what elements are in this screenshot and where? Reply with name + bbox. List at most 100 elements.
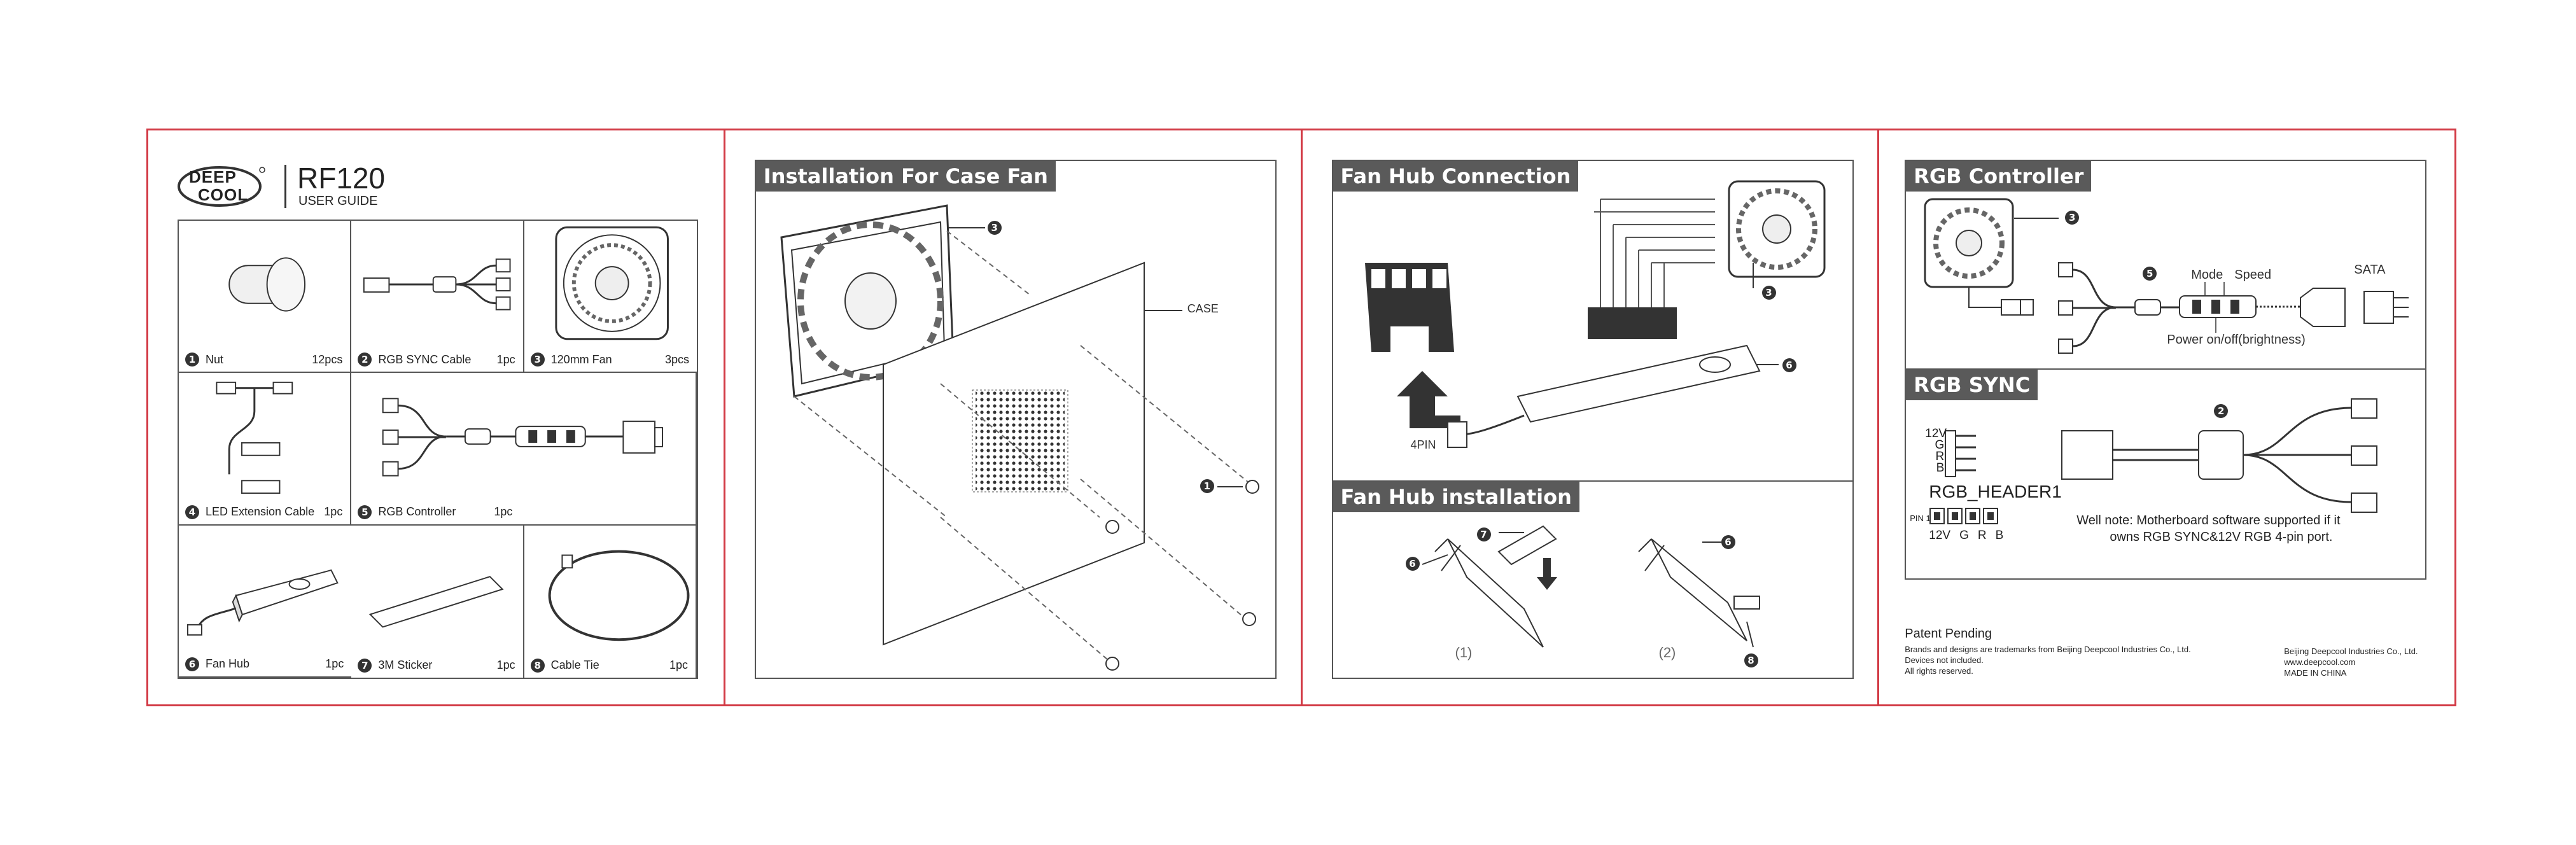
patent-text: Patent Pending <box>1905 627 1992 641</box>
note-line-2: owns RGB SYNC&12V RGB 4-pin port. <box>2110 530 2333 544</box>
part-number: 2 <box>358 353 372 367</box>
company-site: www.deepcool.com <box>2284 657 2356 667</box>
hub-connection-title: Fan Hub Connection <box>1333 161 1579 192</box>
brand-header: DEEP COOL RF120 USER GUIDE <box>176 161 431 212</box>
bottom-pin-labels: 12V G R B <box>1929 529 2003 543</box>
trademark-text: Brands and designs are trademarks from B… <box>1905 645 2191 654</box>
rgb-controller-frame: RGB Controller <box>1905 160 2427 370</box>
part-qty: 12pcs <box>312 353 343 366</box>
parts-grid: 1 Nut 12pcs 2 RGB SYNC Cable 1pc <box>178 220 698 679</box>
part-cell-rgb-sync-cable: 2 RGB SYNC Cable 1pc <box>351 221 524 374</box>
part-qty: 1pc <box>494 505 513 519</box>
part-number: 8 <box>530 658 545 673</box>
panel-rgb: RGB Controller <box>1879 130 2454 704</box>
nut-callout: 1 <box>1200 479 1214 493</box>
rgb-controller-title: RGB Controller <box>1906 161 2092 192</box>
hub-install-title: Fan Hub installation <box>1333 482 1579 512</box>
devices-text: Devices not included. <box>1905 655 1984 665</box>
rgb-controller-illustration <box>382 398 664 477</box>
case-label: CASE <box>1187 302 1219 315</box>
note-line-1: Well note: Motherboard software supporte… <box>2076 513 2341 527</box>
panel-installation: Installation For Case Fan <box>725 130 1303 704</box>
company-name: Beijing Deepcool Industries Co., Ltd. <box>2284 646 2418 656</box>
rights-text: All rights reserved. <box>1905 666 1973 676</box>
panel-contents: DEEP COOL RF120 USER GUIDE 1 Nut 12pcs <box>148 130 725 704</box>
part-qty: 3pcs <box>664 353 689 366</box>
part-name: Fan Hub <box>206 657 250 671</box>
rgb-header-label: RGB_HEADER1 <box>1929 482 2062 501</box>
part-cell-cable-tie: 8 Cable Tie 1pc <box>524 525 697 678</box>
guide-subtitle: USER GUIDE <box>298 194 378 208</box>
deepcool-logo <box>178 166 265 207</box>
pin-label: G <box>1959 529 1969 542</box>
part-cell-nut: 1 Nut 12pcs <box>179 221 352 374</box>
part-name: RGB SYNC Cable <box>378 353 472 366</box>
step-one-label: (1) <box>1455 645 1473 660</box>
rgb-ctrl-callout: 5 <box>2143 267 2157 281</box>
hub-install-diagram <box>1422 525 1760 648</box>
power-label: Power on/off(brightness) <box>2167 333 2306 347</box>
part-qty: 1pc <box>324 505 343 519</box>
hub-connection-frame: Fan Hub Connection <box>1331 160 1854 482</box>
panel-fan-hub: Fan Hub Connection <box>1303 130 1880 704</box>
part-cell-sticker: 7 3M Sticker 1pc <box>351 525 524 678</box>
installation-frame: Installation For Case Fan <box>754 160 1277 679</box>
hub-install-callout-1: 6 <box>1405 557 1420 571</box>
speed-label: Speed <box>2234 268 2272 282</box>
part-qty: 1pc <box>496 659 515 672</box>
fan-hub-illustration <box>186 569 339 636</box>
part-name: Nut <box>206 353 224 366</box>
sync-note: Well note: Motherboard software supporte… <box>2076 512 2340 545</box>
pin-label: R <box>1977 529 1987 542</box>
part-name: Cable Tie <box>550 659 599 672</box>
hub-install-callout-2: 6 <box>1721 535 1735 549</box>
four-pin-label: 4PIN <box>1410 438 1436 451</box>
led-extension-cable-illustration <box>216 382 293 494</box>
step-two-label: (2) <box>1658 645 1676 660</box>
pin-label: 12V <box>1929 529 1951 542</box>
manual-sheet: DEEP COOL RF120 USER GUIDE 1 Nut 12pcs <box>146 129 2456 706</box>
nut-illustration <box>228 257 306 312</box>
part-number: 3 <box>530 353 545 367</box>
hub-install-frame: Fan Hub installation 7 6 6 8 <box>1331 482 1854 679</box>
logo-text-deep: DEEP <box>189 167 237 186</box>
part-name: 120mm Fan <box>550 353 612 366</box>
pin-label: 12V <box>1925 427 1947 440</box>
pin-label: B <box>1995 529 2004 542</box>
installation-title: Installation For Case Fan <box>755 161 1056 192</box>
rgb-controller-diagram <box>1924 198 2409 354</box>
rgb-sync-frame: RGB SYNC <box>1905 370 2427 580</box>
pin-one-label: PIN 1 <box>1910 513 1931 523</box>
mode-label: Mode <box>2191 268 2223 282</box>
footer: Patent Pending Brands and designs are tr… <box>1905 627 2426 678</box>
part-number: 4 <box>185 505 199 519</box>
pin-label: R <box>1935 450 1945 463</box>
company-block: Beijing Deepcool Industries Co., Ltd. ww… <box>2284 646 2418 678</box>
part-number: 1 <box>185 353 199 367</box>
part-number: 6 <box>185 657 199 671</box>
rgb-sync-diagram <box>1929 398 2378 524</box>
part-name: 3M Sticker <box>378 659 433 672</box>
part-cell-fan-hub: 6 Fan Hub 1pc <box>179 526 352 678</box>
part-qty: 1pc <box>325 657 344 671</box>
part-qty: 1pc <box>496 353 515 366</box>
cable-tie-illustration <box>548 550 690 641</box>
made-in: MADE IN CHINA <box>2284 668 2347 678</box>
model-name: RF120 <box>297 162 386 195</box>
fan-illustration <box>555 226 669 340</box>
tie-callout: 8 <box>1744 653 1758 667</box>
hub-callout: 6 <box>1782 358 1796 372</box>
hub-fan-callout: 3 <box>1761 286 1776 300</box>
pin-label: G <box>1935 438 1945 452</box>
rgb-sync-title: RGB SYNC <box>1906 370 2038 400</box>
sync-cable-callout: 2 <box>2214 404 2229 418</box>
fan-callout: 3 <box>987 221 1002 235</box>
hub-connection-diagram <box>1364 180 1825 448</box>
rgb-sync-cable-illustration <box>363 258 511 311</box>
part-qty: 1pc <box>669 659 688 672</box>
sticker-illustration <box>369 575 504 628</box>
sata-label: SATA <box>2354 263 2386 277</box>
part-number: 7 <box>358 658 372 673</box>
